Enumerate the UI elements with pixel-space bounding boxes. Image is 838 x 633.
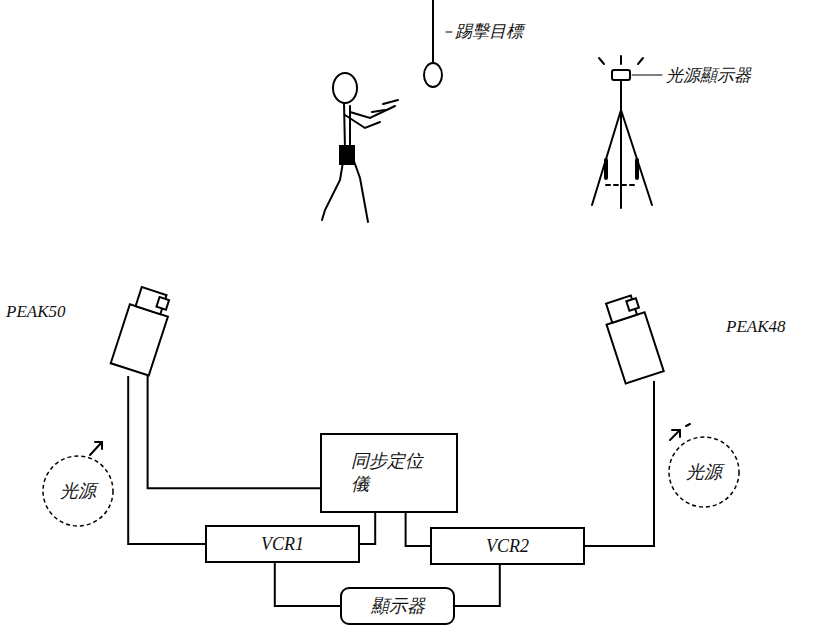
target [424,63,442,87]
sync-box: 同步定位儀 [320,433,458,513]
node-text: VCR1 [261,534,304,555]
camera-outline [108,288,180,376]
cable [585,381,654,546]
camera: PEAK48 [598,295,668,381]
cable [275,563,340,606]
cable [360,513,375,544]
tripod [592,56,662,208]
vcr-box: VCR1 [205,525,360,563]
camera-label: PEAK48 [726,317,786,337]
leader-line [446,32,452,33]
light-source: 光源 [668,436,740,508]
cable [148,376,320,488]
target-string [432,0,434,62]
cable [455,565,500,606]
node-text: VCR2 [486,536,529,557]
camera-label: PEAK50 [6,302,66,322]
cable [128,376,205,544]
camera: PEAK50 [108,288,180,376]
node-text: 光源 [686,460,722,484]
node-text: 同步定位儀 [351,450,427,497]
node-text: 光源 [60,479,96,503]
node-text: 顯示器 [371,594,425,618]
light-source: 光源 [42,455,114,527]
kicker-figure [322,73,398,222]
vcr-box: VCR2 [430,527,585,565]
monitor-box: 顯示器 [340,587,455,625]
callout-label: 踢擊目標 [455,20,523,43]
cable [406,513,430,546]
callout-label: 光源顯示器 [666,64,751,87]
camera-outline [598,295,668,381]
